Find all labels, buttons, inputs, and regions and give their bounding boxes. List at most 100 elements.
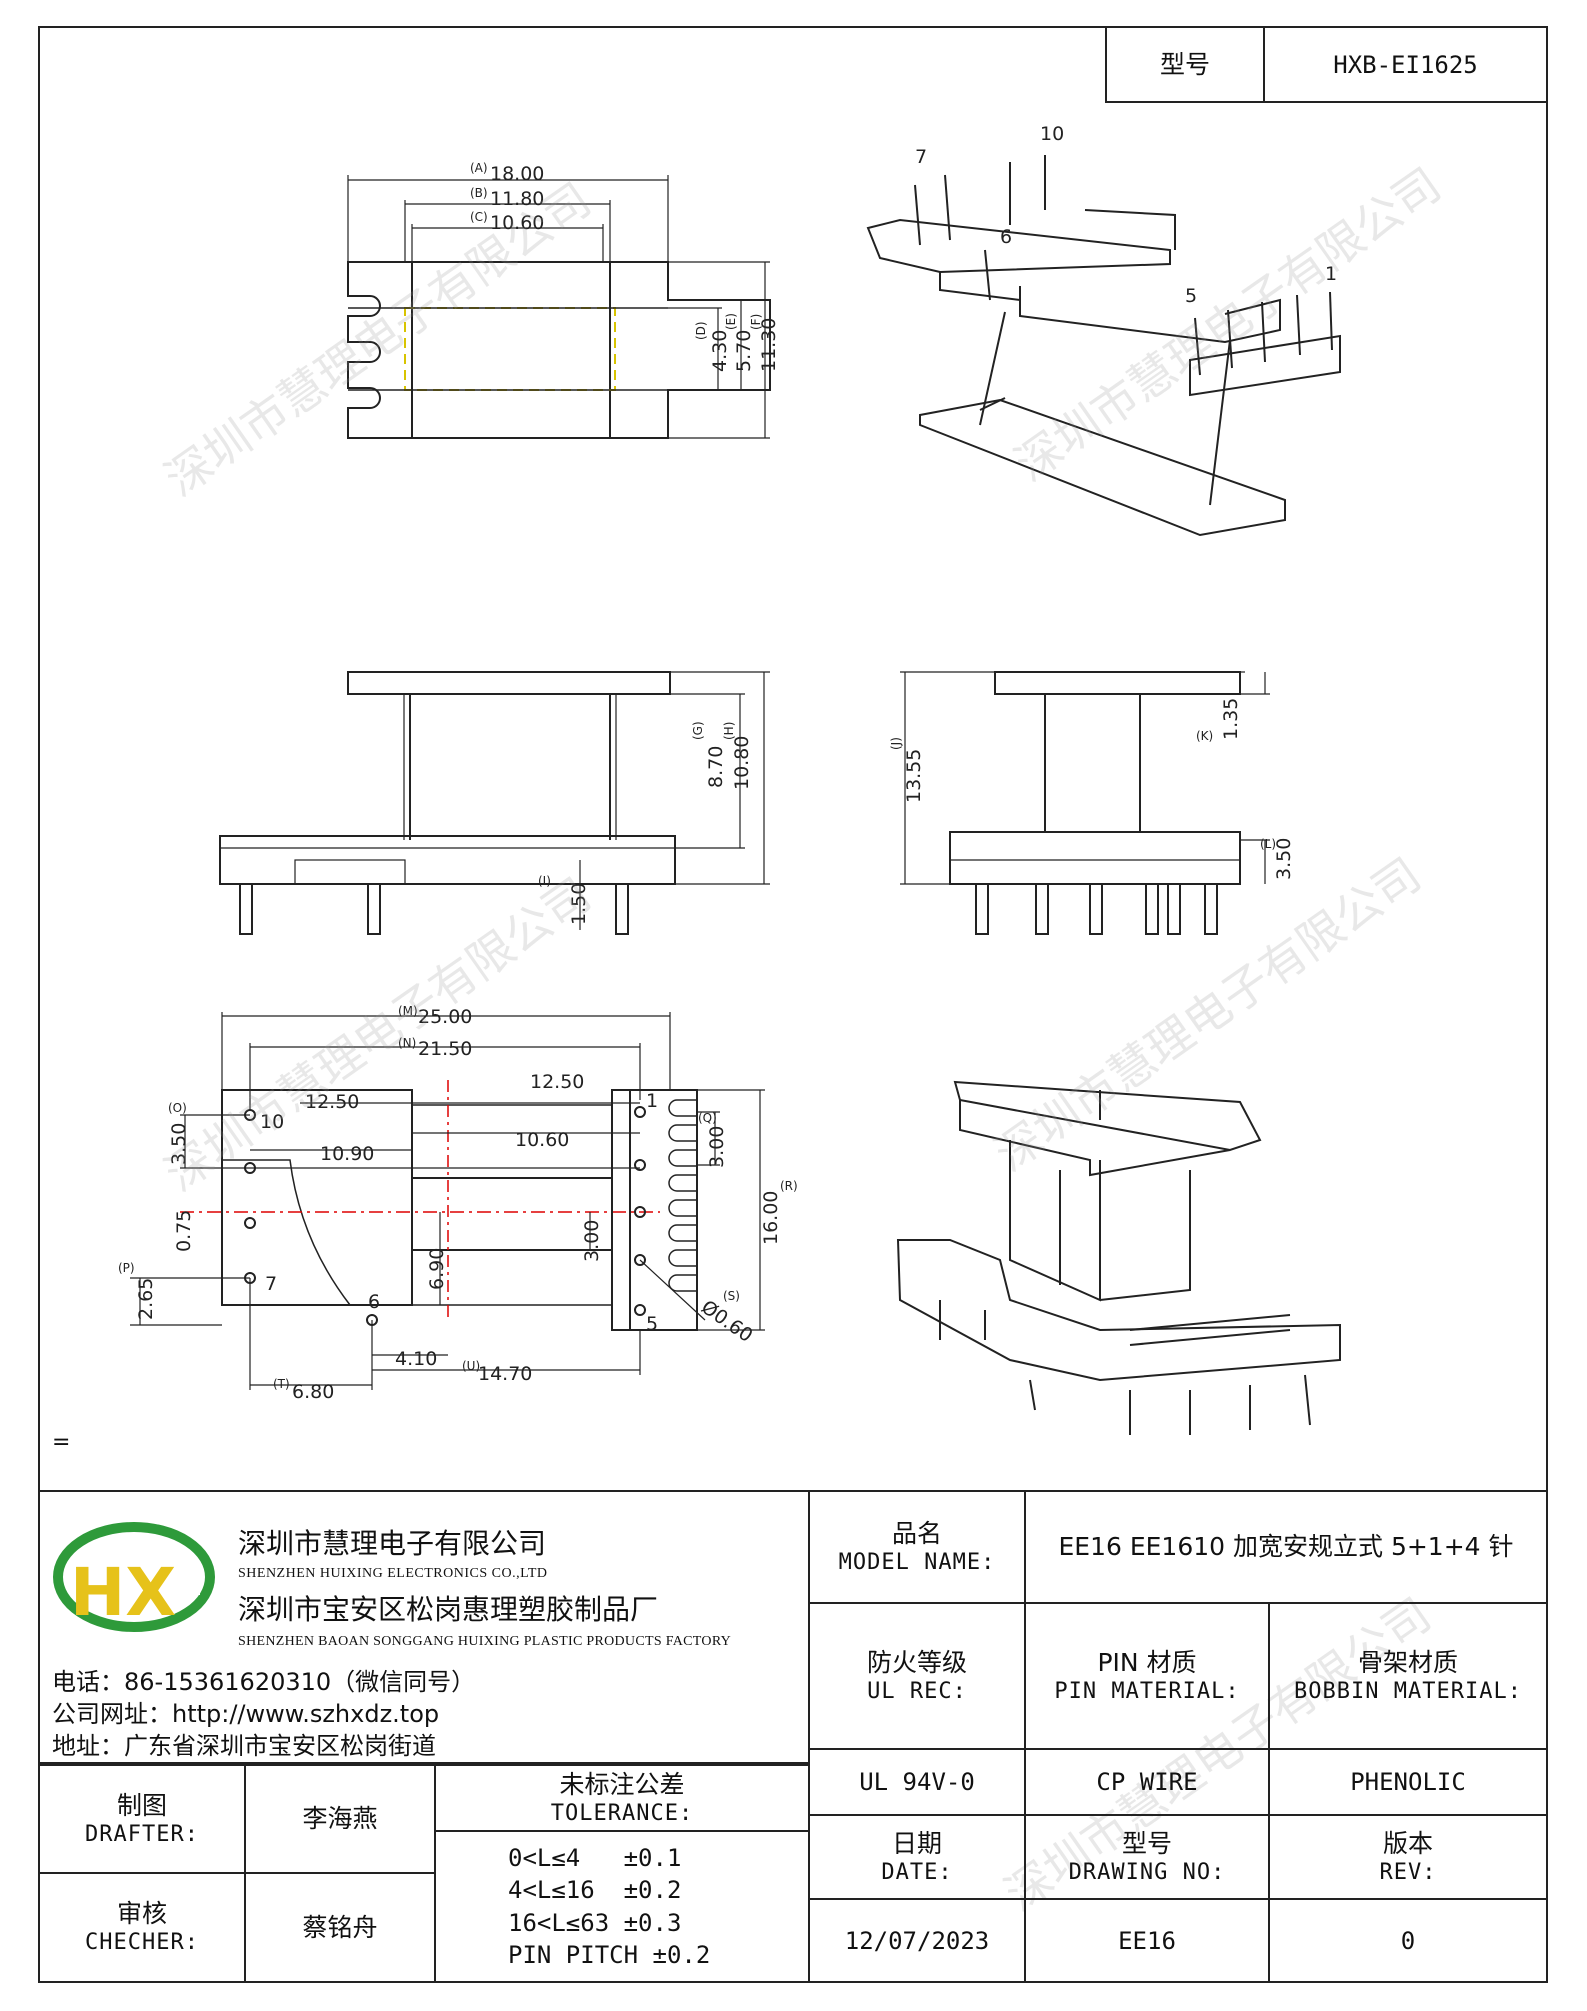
bobbin-material-label-en: BOBBIN MATERIAL: bbox=[1294, 1678, 1522, 1704]
drawing-no-label-cell: 型号 DRAWING NO: bbox=[1024, 1814, 1270, 1900]
drafter-name: 李海燕 bbox=[302, 1804, 378, 1834]
dimension-labels: 18.00 (A) 11.80 (B) 10.60 (C) 4.30 (D) 5… bbox=[118, 123, 1337, 1403]
dim-l: 3.50 bbox=[1273, 838, 1295, 880]
model-name-value-cell: EE16 EE1610 加宽安规立式 5+1+4 针 bbox=[1024, 1490, 1548, 1604]
fire-rating-value-cell: UL 94V-0 bbox=[808, 1748, 1026, 1816]
date-label-cn: 日期 bbox=[891, 1828, 942, 1858]
pin-material-label-cell: PIN 材质 PIN MATERIAL: bbox=[1024, 1602, 1270, 1750]
dim-d-tag: (D) bbox=[694, 321, 708, 340]
dim-d: 4.30 bbox=[709, 330, 731, 372]
rev-value-cell: 0 bbox=[1268, 1898, 1548, 1983]
dim-j-tag: (J) bbox=[889, 737, 903, 750]
dim-h-tag: (H) bbox=[722, 722, 736, 740]
drafter-label-en: DRAFTER: bbox=[85, 1821, 199, 1847]
technical-drawing: 18.00 (A) 11.80 (B) 10.60 (C) 4.30 (D) 5… bbox=[118, 123, 1341, 1435]
bobbin-material-value-cell: PHENOLIC bbox=[1268, 1748, 1548, 1816]
dim-l-tag: (L) bbox=[1260, 837, 1276, 851]
dim-m-tag: (M) bbox=[398, 1004, 418, 1018]
pin-label-10: 10 bbox=[260, 1111, 284, 1133]
dim-1250a: 12.50 bbox=[305, 1091, 359, 1113]
dim-s: Ø0.60 bbox=[697, 1296, 757, 1347]
dim-t-tag: (T) bbox=[273, 1377, 290, 1391]
dim-r-tag: (R) bbox=[780, 1179, 798, 1193]
dim-c-tag: (C) bbox=[470, 210, 488, 224]
date-label-cell: 日期 DATE: bbox=[808, 1814, 1026, 1900]
title-block-top-rule bbox=[38, 1490, 1548, 1492]
company-block-divider bbox=[808, 1490, 810, 1764]
model-name-label-en: MODEL NAME: bbox=[838, 1549, 996, 1575]
dim-075: 0.75 bbox=[173, 1210, 195, 1252]
dim-u-tag: (U) bbox=[462, 1359, 480, 1373]
dim-e-tag: (E) bbox=[724, 313, 738, 330]
dim-f: 11.30 bbox=[758, 318, 780, 372]
iso-pin-label-1: 1 bbox=[1325, 263, 1337, 285]
top-view bbox=[347, 175, 771, 439]
dim-t: 6.80 bbox=[292, 1381, 334, 1403]
tolerance-line-1: 0<L≤4 ±0.1 bbox=[508, 1843, 682, 1872]
dim-1090: 10.90 bbox=[320, 1143, 374, 1165]
checker-name-cell: 蔡铭舟 bbox=[244, 1872, 436, 1983]
tolerance-values-cell: 0<L≤4 ±0.1 4<L≤16 ±0.2 16<L≤63 ±0.3 PIN … bbox=[434, 1830, 810, 1983]
iso-pin-label-7: 7 bbox=[915, 146, 927, 168]
dim-j: 13.55 bbox=[903, 749, 925, 803]
company-website[interactable]: 公司网址：http://www.szhxdz.top bbox=[52, 1700, 440, 1728]
company-address: 地址：广东省深圳市宝安区松岗街道 bbox=[52, 1732, 436, 1760]
front-view bbox=[900, 671, 1270, 935]
dim-u: 14.70 bbox=[478, 1363, 532, 1385]
dim-h: 10.80 bbox=[731, 736, 753, 790]
tolerance-line-3: 16<L≤63 ±0.3 bbox=[508, 1908, 682, 1937]
date-value: 12/07/2023 bbox=[844, 1926, 990, 1955]
dim-o-tag: (O) bbox=[168, 1101, 187, 1115]
side-view bbox=[219, 671, 770, 935]
date-value-cell: 12/07/2023 bbox=[808, 1898, 1026, 1983]
dim-c: 10.60 bbox=[490, 212, 544, 234]
company-name-en: SHENZHEN HUIXING ELECTRONICS CO.,LTD bbox=[238, 1566, 548, 1581]
dim-p: 2.65 bbox=[135, 1278, 157, 1320]
date-label-en: DATE: bbox=[881, 1859, 953, 1885]
dim-s-tag: (S) bbox=[723, 1289, 740, 1303]
factory-name-en: SHENZHEN BAOAN SONGGANG HUIXING PLASTIC … bbox=[238, 1634, 732, 1649]
rev-label-en: REV: bbox=[1379, 1859, 1437, 1885]
bobbin-material-label-cn: 骨架材质 bbox=[1357, 1647, 1458, 1677]
drafter-name-cell: 李海燕 bbox=[244, 1764, 436, 1874]
dim-1250b: 12.50 bbox=[530, 1071, 584, 1093]
iso-pin-label-6: 6 bbox=[1000, 226, 1012, 248]
rev-label-cn: 版本 bbox=[1382, 1828, 1433, 1858]
fire-rating-label-cn: 防火等级 bbox=[866, 1647, 967, 1677]
dim-a: 18.00 bbox=[490, 163, 544, 185]
factory-name-cn: 深圳市宝安区松岗惠理塑胶制品厂 bbox=[238, 1593, 659, 1626]
tolerance-label-en: TOLERANCE: bbox=[550, 1800, 694, 1826]
dim-300a: 3.00 bbox=[581, 1220, 603, 1262]
pin-label-7: 7 bbox=[265, 1273, 277, 1295]
dim-g-tag: (G) bbox=[691, 721, 705, 740]
dim-n: 21.50 bbox=[418, 1038, 472, 1060]
dim-q-tag: (Q) bbox=[698, 1111, 717, 1125]
checker-label-cell: 审核 CHECHER: bbox=[38, 1872, 246, 1983]
bobbin-material-value: PHENOLIC bbox=[1350, 1768, 1466, 1796]
dim-k: 1.35 bbox=[1220, 698, 1242, 740]
tolerance-line-2: 4<L≤16 ±0.2 bbox=[508, 1876, 682, 1905]
dim-m: 25.00 bbox=[418, 1006, 472, 1028]
dim-r: 16.00 bbox=[760, 1191, 782, 1245]
pin-label-5: 5 bbox=[646, 1313, 658, 1335]
header-model-value: HXB-EI1625 bbox=[1333, 50, 1478, 79]
dim-690: 6.90 bbox=[426, 1248, 448, 1290]
dim-i: 1.50 bbox=[568, 883, 590, 925]
model-name-label-cell: 品名 MODEL NAME: bbox=[808, 1490, 1026, 1604]
header-model-value-cell: HXB-EI1625 bbox=[1263, 26, 1548, 103]
dim-p-tag: (P) bbox=[118, 1261, 135, 1275]
dim-1060: 10.60 bbox=[515, 1129, 569, 1151]
drafter-label-cn: 制图 bbox=[116, 1790, 167, 1820]
dim-410: 4.10 bbox=[395, 1348, 437, 1370]
dim-n-tag: (N) bbox=[398, 1036, 416, 1050]
pin-material-label-en: PIN MATERIAL: bbox=[1054, 1678, 1240, 1704]
drawing-note: = bbox=[52, 1430, 71, 1455]
pin-label-1: 1 bbox=[646, 1090, 658, 1112]
company-phone: 电话：86-15361620310（微信同号） bbox=[52, 1668, 476, 1696]
bottom-view bbox=[130, 1012, 765, 1390]
iso-pin-label-10: 10 bbox=[1040, 123, 1064, 145]
checker-label-cn: 审核 bbox=[116, 1899, 167, 1929]
tolerance-line-4: PIN PITCH ±0.2 bbox=[508, 1940, 711, 1969]
dim-b: 11.80 bbox=[490, 188, 544, 210]
iso-view-top bbox=[866, 155, 1341, 537]
